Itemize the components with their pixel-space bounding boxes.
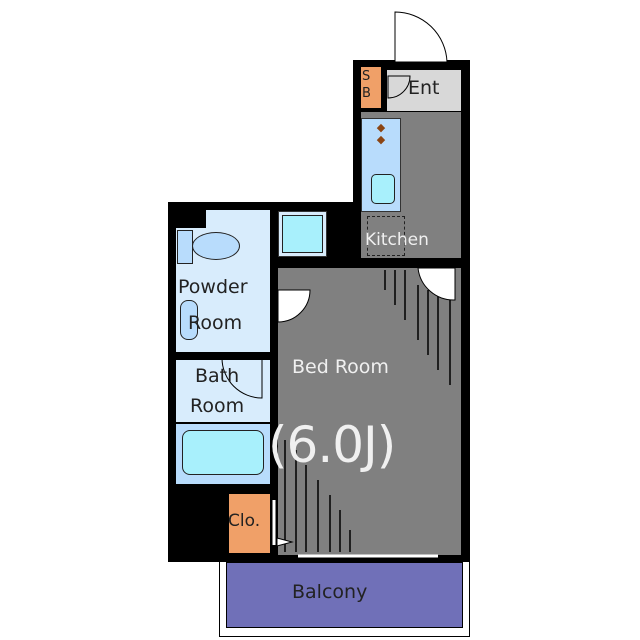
bathtub-icon	[182, 430, 264, 475]
powder-wall-corner	[176, 210, 206, 228]
washbasin-icon	[180, 300, 198, 340]
closet	[229, 494, 270, 553]
entrance-label: Ent	[408, 77, 440, 99]
bath-room-floor	[176, 360, 270, 422]
kitchen-label: Kitchen	[365, 230, 429, 250]
bath-room-label-1: Bath	[195, 365, 240, 387]
entrance-floor	[387, 70, 461, 111]
shoe-box-label: S B	[362, 69, 371, 101]
stove-icon: ◆◆	[376, 121, 386, 146]
powder-room-label-1: Powder	[178, 276, 248, 298]
balcony	[226, 562, 463, 628]
washing-machine-space	[278, 211, 327, 257]
bedroom-floor	[278, 268, 461, 555]
toilet-icon	[192, 232, 240, 260]
fridge-space	[367, 216, 405, 256]
bedroom-label: Bed Room	[292, 356, 389, 378]
powder-room-label-2: Room	[188, 312, 243, 334]
toilet-tank-icon	[177, 230, 193, 264]
balcony-label: Balcony	[292, 581, 368, 603]
closet-label: Clo.	[228, 511, 261, 531]
sink-icon	[371, 174, 395, 204]
bath-room-label-2: Room	[190, 395, 245, 417]
entry-arrow-icon	[276, 537, 294, 547]
bedroom-size-label: (6.0J)	[268, 416, 396, 474]
shoe-box	[361, 67, 381, 108]
